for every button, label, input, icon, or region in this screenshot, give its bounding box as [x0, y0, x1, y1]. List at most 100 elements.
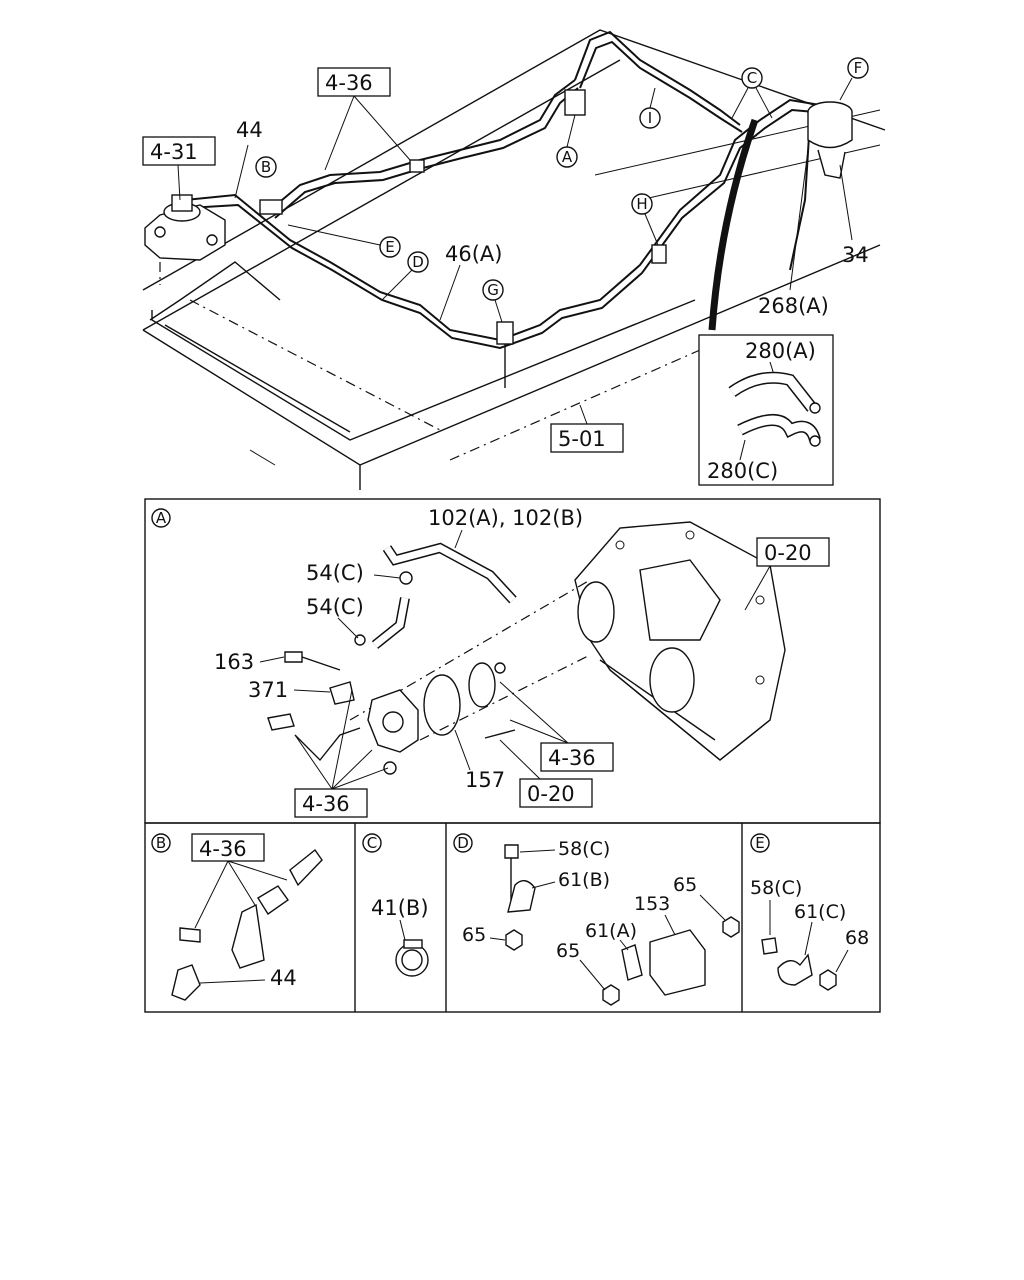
hose-inset: 280(A) 280(C): [698, 334, 834, 486]
ref-0-20-b-label: 0-20: [527, 782, 575, 806]
ref-4-36-detail-b-label: 4-36: [199, 837, 247, 861]
svg-text:H: H: [636, 195, 647, 213]
ref-4-31[interactable]: [142, 136, 216, 166]
callout-d[interactable]: [407, 251, 429, 273]
bolt-b: [179, 927, 201, 943]
bolt-163: [284, 651, 303, 663]
nut-68: [819, 969, 837, 991]
nut-65-right: [722, 916, 740, 938]
callout-e[interactable]: [379, 236, 401, 258]
ref-5-01-label: 5-01: [558, 427, 606, 451]
svg-text:A: A: [156, 509, 167, 527]
part-157-label: 157: [465, 768, 505, 792]
part-34-label: 34: [842, 243, 869, 267]
svg-text:C: C: [747, 69, 757, 87]
part-68-label: 68: [845, 927, 869, 949]
detail-d-panel: D 58(C) 61(B) 65 65 61(A) 153 65: [453, 833, 740, 1006]
detail-e-panel: E 58(C) 61(C) 68: [750, 833, 869, 991]
ref-0-20-a-label: 0-20: [764, 541, 812, 565]
part-65b-label: 65: [556, 940, 580, 962]
ref-4-36-top[interactable]: [317, 67, 391, 97]
connector-b: [259, 199, 283, 215]
svg-text:B: B: [261, 158, 271, 176]
ref-4-36-top-label: 4-36: [325, 71, 373, 95]
part-41b-label: 41(B): [371, 896, 429, 920]
detail-row: B 4-36 44 C 41(B) D: [144, 822, 881, 1013]
part-65c-label: 65: [673, 874, 697, 896]
svg-text:A: A: [562, 148, 573, 166]
part-54c-2-label: 54(C): [306, 595, 364, 619]
svg-text:E: E: [755, 834, 764, 852]
ref-4-36-detail-b[interactable]: [191, 833, 265, 862]
detail-c-panel: C 41(B): [362, 833, 429, 977]
detail-d-tag: [453, 833, 473, 853]
fuel-line-upper: [269, 79, 576, 211]
top-assembly-view: 4-36 4-31 5-01 44 46(A) 34 268(A) A B C …: [142, 29, 886, 490]
ref-4-36-a-label: 4-36: [548, 746, 596, 770]
flywheel-housing: [574, 521, 786, 761]
part-54c-1-label: 54(C): [306, 561, 364, 585]
sensor-a: [564, 89, 586, 116]
joint-4-36: [409, 159, 425, 173]
ref-4-36-b-label: 4-36: [302, 792, 350, 816]
bolt-58c-d: [504, 844, 519, 859]
svg-text:D: D: [412, 253, 424, 271]
ref-0-20-b[interactable]: [519, 778, 593, 808]
part-163-label: 163: [214, 650, 254, 674]
bracket-371: [329, 681, 355, 705]
detail-b-panel: B 4-36 44: [151, 833, 323, 1001]
fuel-filter: [807, 101, 853, 179]
part-61c-label: 61(C): [794, 901, 846, 923]
svg-text:C: C: [367, 834, 377, 852]
ref-4-36-a[interactable]: [540, 742, 614, 772]
detail-b-tag: [151, 833, 171, 853]
part-153-label: 153: [634, 893, 670, 915]
part-58c-e-label: 58(C): [750, 877, 802, 899]
part-268a-label: 268(A): [758, 294, 829, 318]
callout-c[interactable]: [741, 67, 763, 89]
part-61b-label: 61(B): [558, 869, 610, 891]
connector-b-detail: [289, 848, 323, 887]
part-280c-label: 280(C): [707, 459, 778, 483]
part-46a-label: 46(A): [445, 242, 502, 266]
nut-65-bottom: [602, 984, 620, 1006]
bolt-a: [267, 713, 295, 731]
part-65a-label: 65: [462, 924, 486, 946]
ref-4-36-b[interactable]: [294, 788, 368, 818]
callout-h[interactable]: [631, 193, 653, 215]
clip-61a: [621, 944, 643, 981]
bolt-58c-e: [761, 937, 778, 955]
svg-text:D: D: [457, 834, 469, 852]
vacuum-pump: [367, 662, 506, 775]
sensor-44: [171, 964, 201, 1001]
fuel-feed-pump: [144, 194, 226, 261]
detail-e-tag: [750, 833, 770, 853]
part-102-label: 102(A), 102(B): [428, 506, 583, 530]
clip-g: [496, 321, 514, 345]
detail-a-panel: A: [144, 498, 881, 824]
fuel-line-return: [574, 30, 741, 126]
detail-c-tag: [362, 833, 382, 853]
callout-b[interactable]: [255, 156, 277, 178]
wire-harness: [708, 118, 759, 331]
detail-a-tag: [151, 508, 171, 528]
svg-text:I: I: [648, 109, 652, 127]
part-44-detail-label: 44: [270, 966, 297, 990]
clip-h: [651, 244, 667, 264]
clip-61b: [507, 880, 536, 913]
svg-text:E: E: [385, 238, 394, 256]
part-280a-label: 280(A): [745, 339, 816, 363]
svg-text:B: B: [156, 834, 166, 852]
callout-g[interactable]: [482, 279, 504, 301]
callout-f[interactable]: [847, 57, 869, 79]
part-58c-d-label: 58(C): [558, 838, 610, 860]
frame-top-edge: [142, 29, 886, 291]
ref-0-20-a[interactable]: [756, 537, 830, 567]
part-44-label: 44: [236, 118, 263, 142]
part-371-label: 371: [248, 678, 288, 702]
fuel-line-main: [184, 98, 821, 342]
ref-4-31-label: 4-31: [150, 140, 198, 164]
damper-153: [649, 929, 706, 996]
part-61a-label: 61(A): [585, 920, 637, 942]
